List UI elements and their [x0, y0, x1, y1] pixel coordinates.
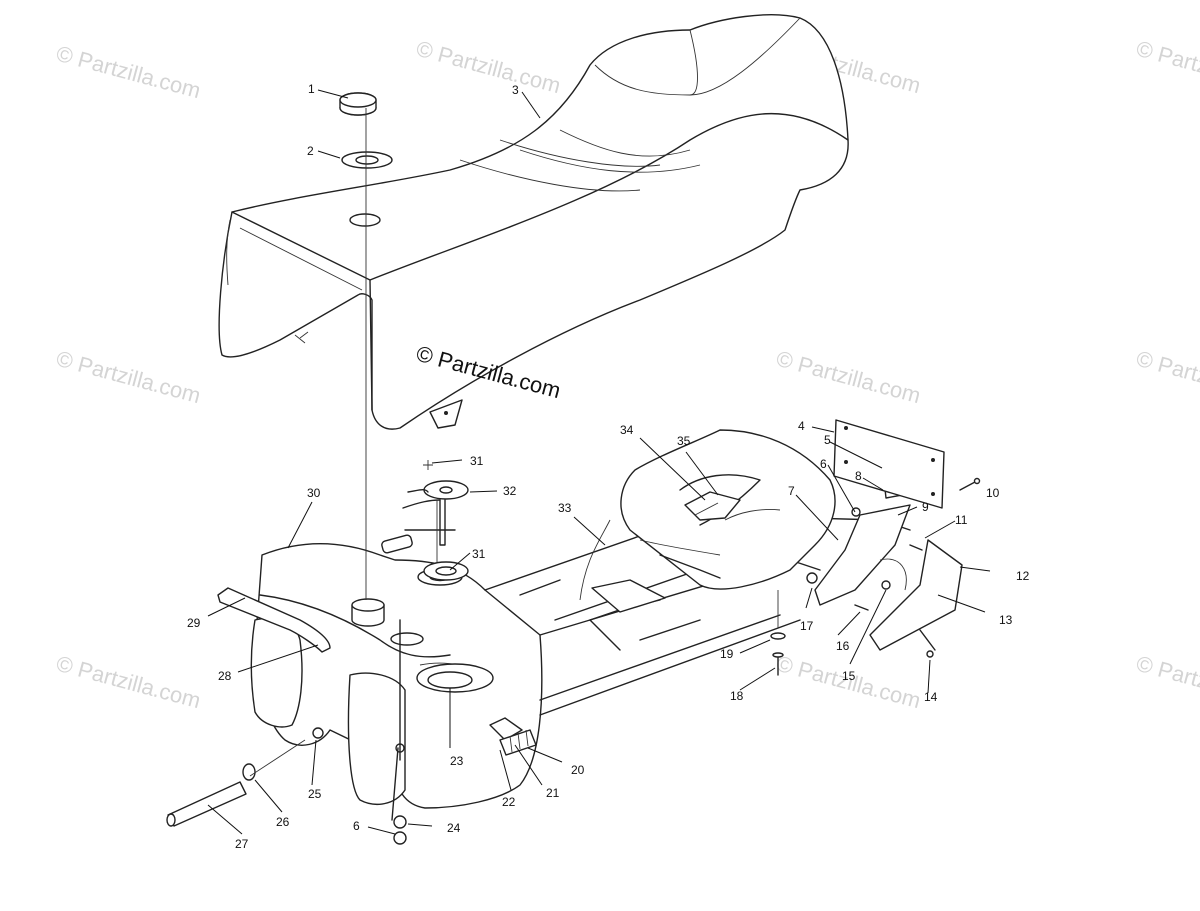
callout-13: 13	[999, 613, 1013, 627]
callout-32: 32	[503, 484, 517, 498]
callout-3: 3	[512, 83, 519, 97]
callout-31-top: 31	[470, 454, 484, 468]
callout-21: 21	[546, 786, 560, 800]
watermark-faint: © Partzilla.com	[1134, 36, 1200, 99]
seat	[218, 14, 849, 430]
license-plate	[833, 419, 981, 509]
callout-12: 12	[1016, 569, 1030, 583]
callout-16: 16	[836, 639, 850, 653]
callout-27: 27	[235, 837, 249, 851]
callout-17: 17	[800, 619, 814, 633]
callout-26: 26	[276, 815, 290, 829]
callout-15: 15	[842, 669, 856, 683]
callout-6-lower: 6	[353, 819, 360, 833]
watermark-faint: © Partzilla.com	[54, 41, 204, 104]
watermark-faint: © Partzilla.com	[54, 651, 204, 714]
callout-22: 22	[502, 795, 516, 809]
guide-lines	[365, 108, 438, 600]
callout-19: 19	[720, 647, 734, 661]
callout-24: 24	[447, 821, 461, 835]
callout-labels: 1 2 3 4 5 6 7 8 9 10 11 12 13 14 15 16 1…	[187, 82, 1030, 851]
callout-18: 18	[730, 689, 744, 703]
watermark-faint: © Partzilla.com	[54, 346, 204, 409]
fuel-tank	[217, 529, 543, 845]
callout-9: 9	[922, 500, 929, 514]
callout-29: 29	[187, 616, 201, 630]
hose-clamp	[166, 739, 306, 827]
fuel-sender	[402, 460, 469, 581]
callout-4: 4	[798, 419, 805, 433]
callout-2: 2	[307, 144, 314, 158]
leader-lines	[207, 89, 991, 835]
watermark-faint: © Partzilla.com	[1134, 346, 1200, 409]
callout-23: 23	[450, 754, 464, 768]
callout-20: 20	[571, 763, 585, 777]
callout-30: 30	[307, 486, 321, 500]
callout-7: 7	[788, 484, 795, 498]
watermark-faint: © Partzilla.com	[1134, 651, 1200, 714]
callout-35: 35	[677, 434, 691, 448]
bolt-washer	[770, 590, 786, 676]
callout-1: 1	[308, 82, 315, 96]
callout-5: 5	[824, 433, 831, 447]
brackets	[814, 504, 963, 658]
callout-28: 28	[218, 669, 232, 683]
callout-14: 14	[924, 690, 938, 704]
callout-34: 34	[620, 423, 634, 437]
callout-8: 8	[855, 469, 862, 483]
callout-33: 33	[558, 501, 572, 515]
callout-25: 25	[308, 787, 322, 801]
watermark-faint: © Partzilla.com	[774, 346, 924, 409]
watermark-faint: © Partzilla.com	[414, 36, 564, 99]
callout-10: 10	[986, 486, 1000, 500]
callout-31-bottom: 31	[472, 547, 486, 561]
callout-11: 11	[955, 513, 968, 527]
callout-6: 6	[820, 457, 827, 471]
